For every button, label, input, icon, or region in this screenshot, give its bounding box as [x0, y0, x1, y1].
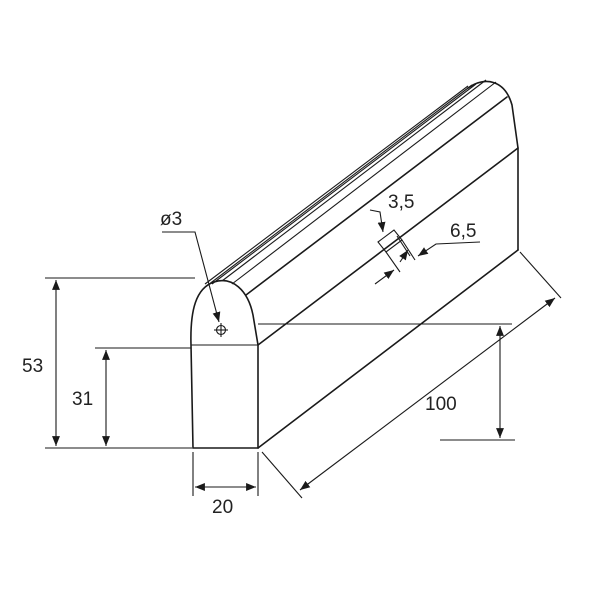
front-profile	[190, 279, 259, 449]
hole-center-mark	[214, 323, 228, 337]
dim-label-53: 53	[22, 356, 43, 377]
back-profile	[467, 80, 519, 251]
dim-label-100: 100	[425, 394, 457, 415]
groove	[377, 229, 403, 253]
dim-label-groove-offset: 6,5	[450, 221, 476, 242]
dim-label-groove-width: 3,5	[388, 192, 414, 213]
dim-label-31: 31	[72, 389, 93, 410]
dim-label-hole-diameter: ø3	[160, 209, 182, 230]
dimension-lines	[45, 209, 562, 499]
part-body	[190, 79, 519, 449]
dim-label-20: 20	[212, 497, 233, 518]
